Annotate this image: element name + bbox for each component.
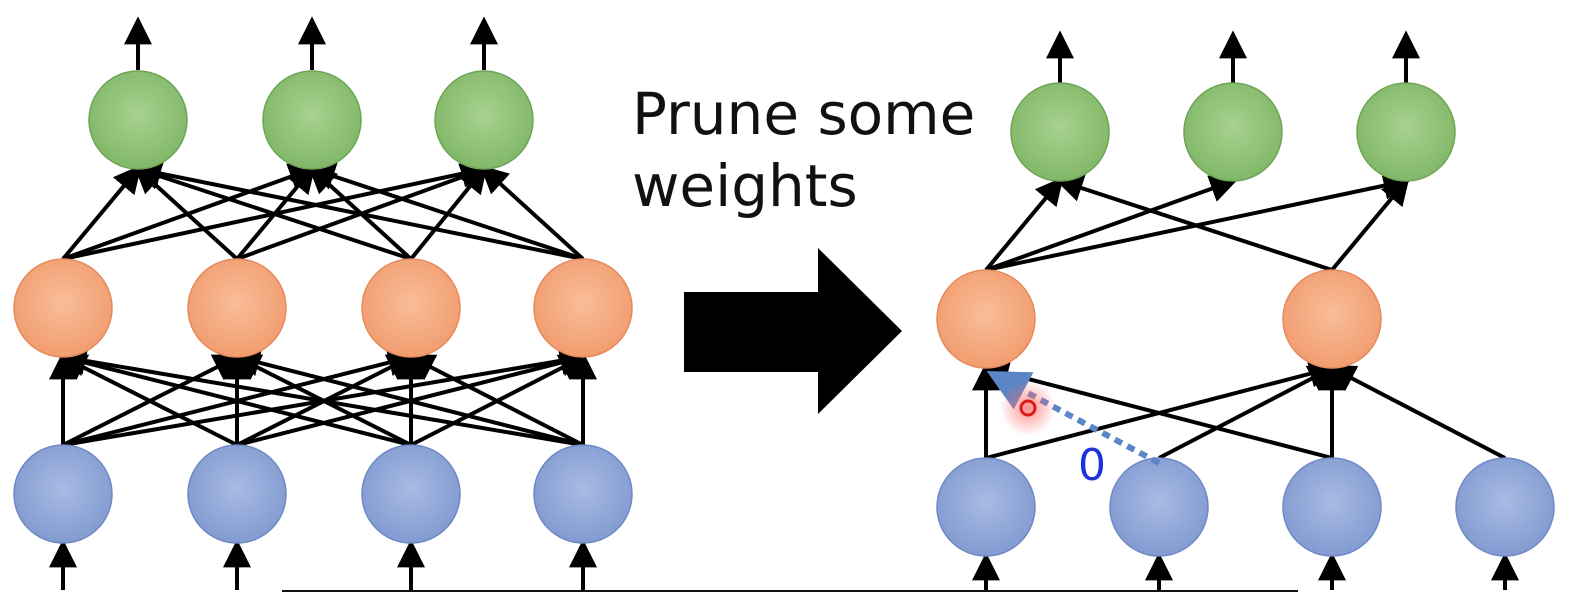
transition-arrow	[684, 248, 902, 414]
input-node	[187, 444, 287, 544]
edge-input-hidden	[980, 360, 1333, 460]
input-node	[533, 444, 633, 544]
edge-hidden-output	[1330, 176, 1410, 272]
edge-hidden-output	[61, 164, 142, 261]
input-node	[1109, 457, 1209, 557]
edge-hidden-output	[132, 162, 412, 261]
cursor-indicator	[1000, 380, 1056, 436]
hidden-node	[533, 258, 633, 358]
caption-line-2: weights	[632, 152, 858, 220]
edge-input-hidden	[406, 354, 584, 447]
edge-hidden-output	[984, 176, 1064, 272]
pruned-weight-label: 0	[1078, 440, 1106, 491]
edge-hidden-output	[133, 165, 239, 261]
edge-input-hidden	[57, 348, 412, 447]
full-network	[13, 16, 633, 590]
input-node	[1455, 457, 1555, 557]
hidden-node	[1282, 269, 1382, 369]
edge-hidden-output	[306, 162, 584, 261]
pruned-network	[936, 30, 1555, 590]
edge-hidden-output	[1054, 174, 1333, 272]
edge-input-hidden	[1158, 365, 1337, 460]
edge-hidden-output	[985, 175, 1239, 272]
hidden-node	[936, 269, 1036, 369]
output-node	[434, 70, 534, 170]
output-node	[1356, 82, 1456, 182]
input-node	[361, 444, 461, 544]
hidden-node	[187, 258, 287, 358]
hidden-node	[361, 258, 461, 358]
edge-input-hidden	[57, 346, 584, 447]
edge-hidden-output	[132, 159, 584, 261]
output-node	[1183, 82, 1283, 182]
output-node	[1010, 82, 1110, 182]
prune-caption: Prune some weights	[632, 78, 992, 222]
output-node	[262, 70, 362, 170]
output-node	[88, 70, 188, 170]
input-node	[13, 444, 113, 544]
edge-input-hidden	[231, 348, 584, 447]
input-node	[1282, 457, 1382, 557]
edge-hidden-output	[479, 165, 585, 261]
caption-line-1: Prune some	[632, 80, 976, 148]
input-node	[936, 457, 1036, 557]
hidden-node	[13, 258, 113, 358]
edge-input-hidden	[58, 354, 238, 447]
edge-input-hidden	[1327, 365, 1506, 460]
